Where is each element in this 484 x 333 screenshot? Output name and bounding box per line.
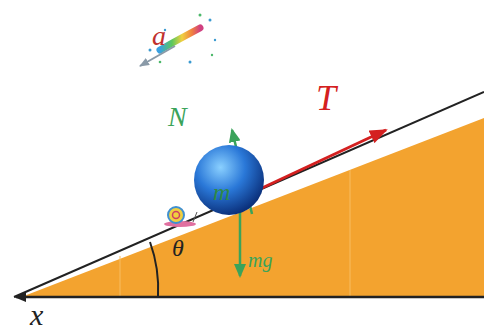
normal-force-label: N	[168, 103, 187, 131]
tension-label: T	[316, 80, 336, 116]
angle-label: θ	[172, 236, 184, 260]
mass-ball: m	[193, 144, 265, 216]
mass-label: m	[213, 180, 230, 204]
acceleration-label: a	[152, 22, 166, 50]
axis-label: x	[30, 300, 43, 330]
weight-label: mg	[248, 250, 272, 270]
